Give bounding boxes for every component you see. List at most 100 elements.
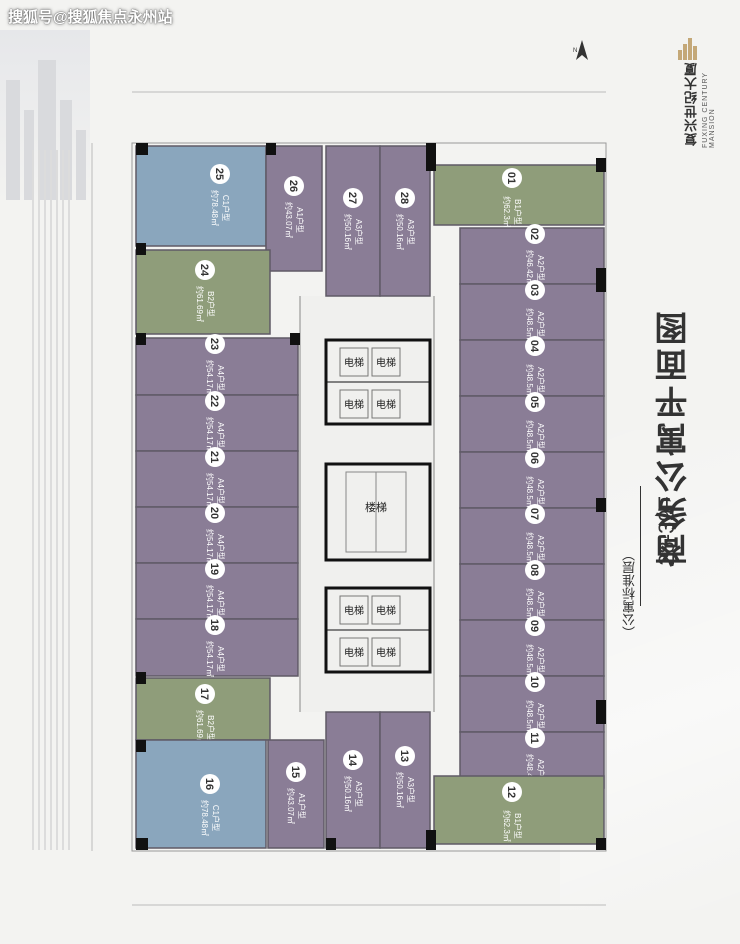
unit-number-badge (502, 782, 522, 802)
unit-type: A4户型 (216, 534, 226, 560)
elevator-label: 电梯 (376, 604, 396, 617)
plan-subtitle: （公寓标准层） (622, 548, 637, 639)
unit-area: 约54.17㎡ (205, 641, 215, 677)
unit-number-badge (343, 750, 363, 770)
unit-type: A1户型 (297, 793, 307, 819)
unit-type: A1户型 (295, 207, 305, 233)
unit-type: A3户型 (406, 219, 416, 245)
unit-type: A2户型 (536, 255, 546, 281)
svg-text:N: N (573, 48, 577, 54)
unit-type: B2户型 (206, 715, 216, 741)
unit-area: 约50.16㎡ (395, 214, 405, 250)
unit-type: A2户型 (536, 423, 546, 449)
elevator-label: 电梯 (376, 646, 396, 659)
unit-area: 约54.17㎡ (205, 585, 215, 621)
unit-number-badge (205, 447, 225, 467)
unit-room (325, 145, 381, 297)
brand-logo: 复兴世纪大厦 FUXING CENTURY MANSION (672, 38, 732, 148)
unit-room (135, 249, 271, 335)
unit-room (135, 337, 299, 396)
unit-area: 约48.5㎡ (525, 644, 535, 676)
unit-number-badge (525, 504, 545, 524)
unit-type: A3户型 (354, 219, 364, 245)
unit-number: 04 (528, 340, 540, 353)
unit-area: 约54.17㎡ (205, 473, 215, 509)
logo-mark (678, 38, 702, 60)
unit-area: 约48.42㎡ (525, 754, 535, 790)
north-arrow-icon: N (573, 40, 588, 60)
unit-room (379, 711, 431, 849)
unit-type: A2户型 (536, 311, 546, 337)
unit-area: 约78.48㎡ (210, 190, 220, 226)
elevator-label: 电梯 (344, 646, 364, 659)
unit-number: 07 (528, 508, 540, 520)
unit-number: 23 (208, 338, 220, 350)
unit-number-badge (205, 503, 225, 523)
unit-type: A4户型 (216, 478, 226, 504)
unit-type: A2户型 (536, 647, 546, 673)
unit-number: 13 (398, 750, 410, 762)
unit-number-badge (525, 672, 545, 692)
unit-number: 10 (528, 676, 540, 688)
unit-number-badge (200, 774, 220, 794)
unit-area: 约50.16㎡ (343, 776, 353, 812)
unit-number-badge (210, 164, 230, 184)
unit-number-badge (525, 448, 545, 468)
unit-area: 约54.17㎡ (205, 529, 215, 565)
unit-area: 约62.3㎡ (502, 196, 512, 228)
unit-number: 24 (198, 264, 210, 277)
unit-area: 约48.5㎡ (525, 532, 535, 564)
elevator-label: 电梯 (376, 398, 396, 411)
unit-room (267, 739, 325, 849)
unit-type: A3户型 (406, 777, 416, 803)
unit-number: 25 (213, 168, 225, 180)
elevator-label: 电梯 (376, 356, 396, 369)
unit-area: 约61.69㎡ (195, 286, 205, 322)
unit-type: A2户型 (536, 535, 546, 561)
unit-number: 01 (505, 172, 517, 184)
unit-number: 05 (528, 396, 540, 408)
